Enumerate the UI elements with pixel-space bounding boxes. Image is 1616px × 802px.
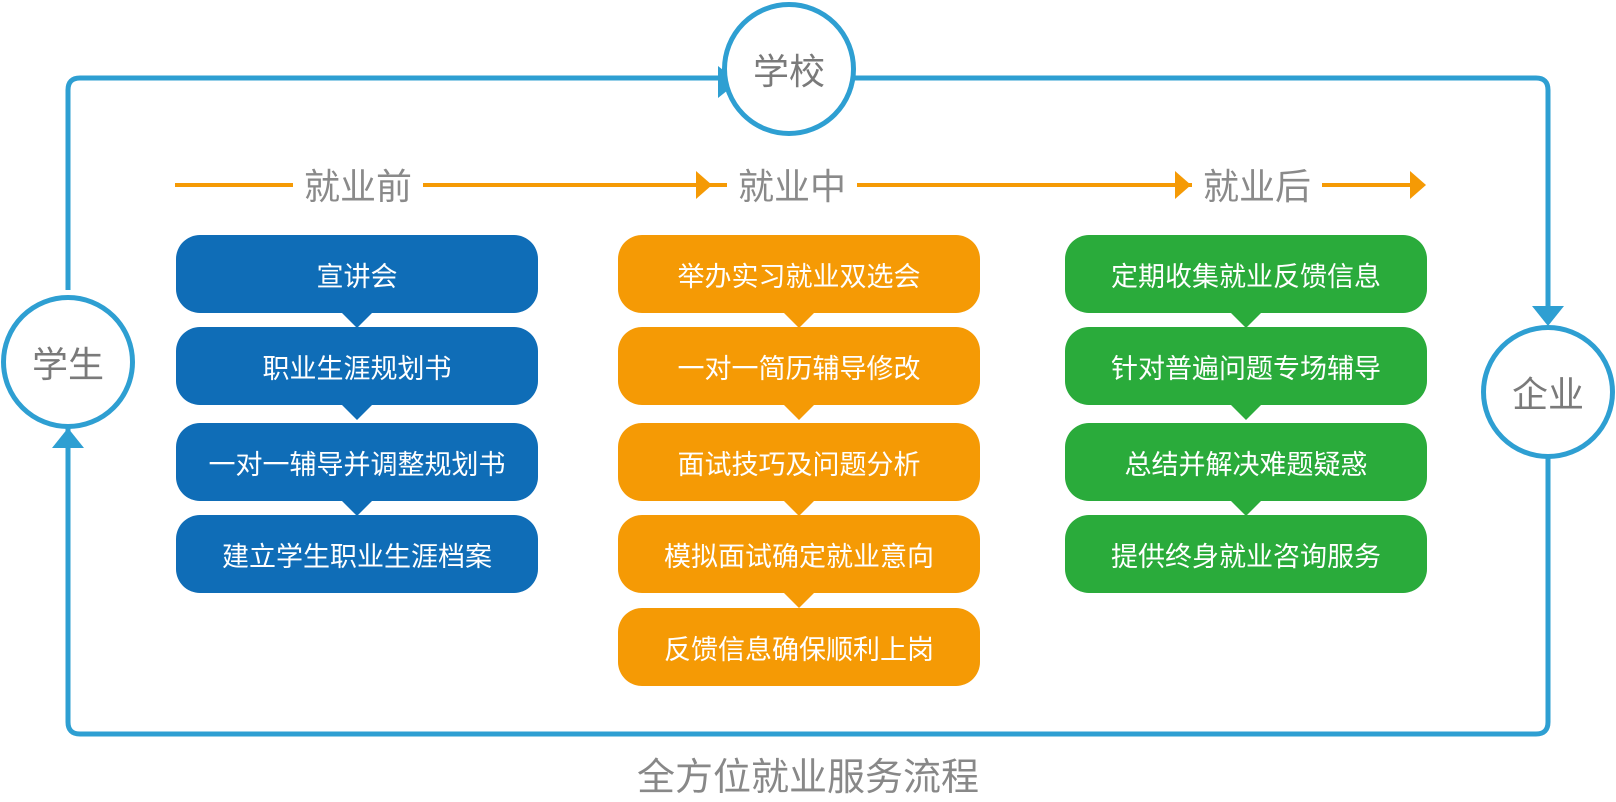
- phase-before-label: 就业前: [293, 160, 423, 208]
- enterprise-node: 企业: [1481, 325, 1615, 459]
- after-step-2: 针对普遍问题专场辅导: [1065, 327, 1427, 420]
- student-label: 学生: [31, 345, 104, 386]
- phase-after-label: 就业后: [1192, 160, 1322, 208]
- after-step-4: 提供终身就业咨询服务: [1065, 515, 1427, 593]
- before-step-4: 建立学生职业生涯档案: [176, 515, 538, 593]
- loop-arrowhead-to-student: [52, 428, 84, 448]
- during-step-4: 模拟面试确定就业意向: [618, 515, 980, 608]
- after-step-3: 总结并解决难题疑惑: [1065, 423, 1427, 516]
- loop-arrowhead-to-enterprise: [1532, 306, 1564, 326]
- during-step-3: 面试技巧及问题分析: [618, 423, 980, 516]
- school-label: 学校: [752, 52, 825, 93]
- during-step-5: 反馈信息确保顺利上岗: [618, 608, 980, 686]
- timeline-arrowhead-2: [1175, 171, 1191, 199]
- before-step-2: 职业生涯规划书: [176, 327, 538, 420]
- diagram-caption: 全方位就业服务流程: [636, 755, 979, 799]
- timeline-arrowhead-3: [1410, 171, 1426, 199]
- before-step-1: 宣讲会: [176, 235, 538, 328]
- enterprise-label: 企业: [1511, 375, 1584, 416]
- during-step-1: 举办实习就业双选会: [618, 235, 980, 328]
- school-node: 学校: [722, 2, 856, 136]
- timeline-arrowhead-1: [696, 171, 712, 199]
- after-step-1: 定期收集就业反馈信息: [1065, 235, 1427, 328]
- student-node: 学生: [1, 295, 135, 429]
- phase-during-label: 就业中: [727, 160, 857, 208]
- during-step-2: 一对一简历辅导修改: [618, 327, 980, 420]
- before-step-3: 一对一辅导并调整规划书: [176, 423, 538, 516]
